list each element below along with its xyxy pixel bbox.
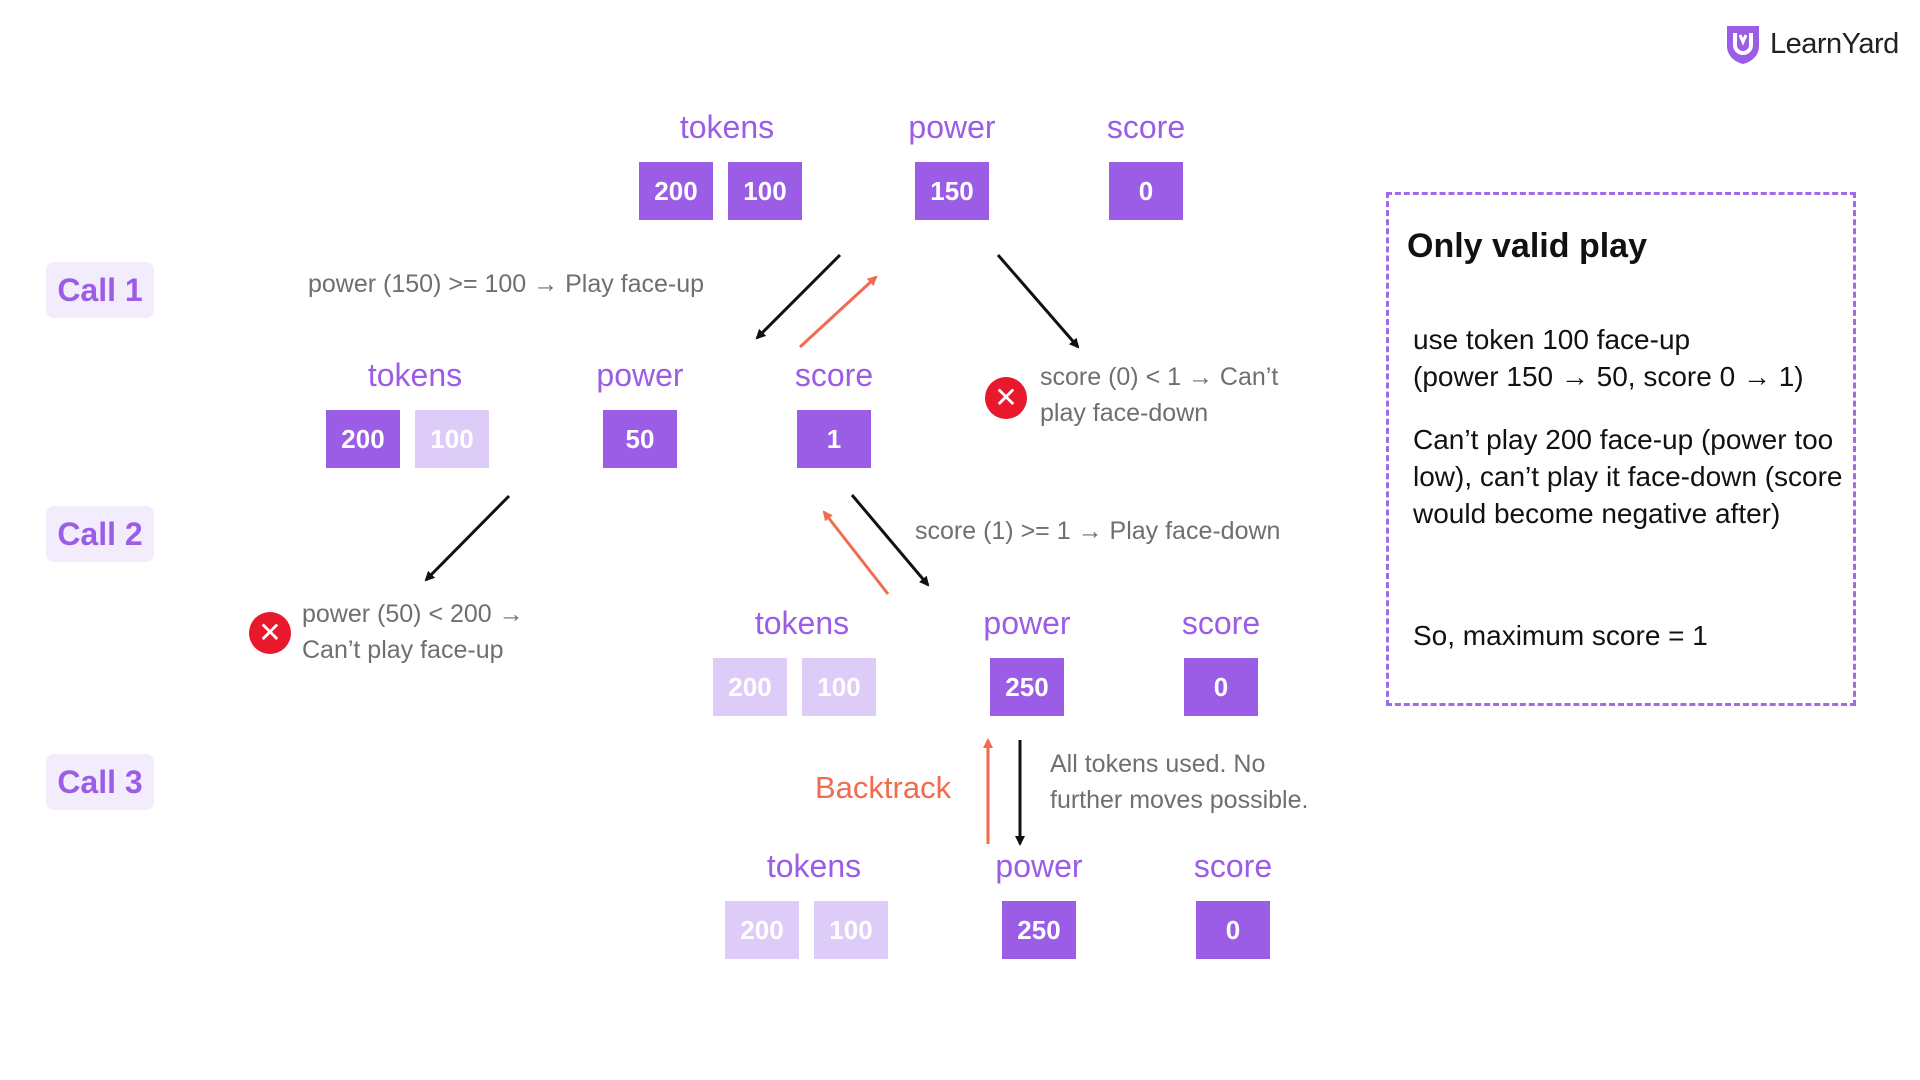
- state-root-token-200: 200: [639, 162, 713, 220]
- state-call2-power-value: 250: [990, 658, 1064, 716]
- brand-name: LearnYard: [1770, 27, 1899, 60]
- brand-logo: LearnYard: [1724, 22, 1899, 66]
- annotation-call2-facedown: score (1) >= 1 → Play face-down: [915, 517, 1281, 545]
- state-call2-tokens-header: tokens: [754, 605, 850, 641]
- state-root-power-header: power: [908, 109, 996, 145]
- arrow-call1-facedown: [996, 254, 1080, 349]
- arrow-call1-return: [798, 275, 878, 349]
- state-call2-score-header: score: [1181, 605, 1261, 641]
- arrow-call2-return: [822, 510, 890, 595]
- state-call1-score-value: 1: [797, 410, 871, 468]
- arrow-call1-faceup: [755, 253, 842, 340]
- call-3-label: Call 3: [46, 754, 154, 810]
- state-call3-score-value: 0: [1196, 901, 1270, 959]
- state-call3-token-100-used: 100: [814, 901, 888, 959]
- state-call3-power-value: 250: [1002, 901, 1076, 959]
- state-root-score-value: 0: [1109, 162, 1183, 220]
- state-call1-token-100-used: 100: [415, 410, 489, 468]
- state-call1-score-header: score: [794, 357, 874, 393]
- annotation-backtrack: Backtrack: [815, 770, 952, 805]
- state-call3-score-header: score: [1193, 848, 1273, 884]
- call-2-label: Call 2: [46, 506, 154, 562]
- state-call3-power-header: power: [995, 848, 1083, 884]
- arrow-call2-facedown: [850, 494, 930, 587]
- arrow-call2-faceup: [424, 494, 511, 582]
- shield-logo-icon: [1727, 26, 1759, 64]
- call-1-label: Call 1: [46, 262, 154, 318]
- state-call3-token-200-used: 200: [725, 901, 799, 959]
- state-root-score-header: score: [1106, 109, 1186, 145]
- summary-title: Only valid play: [1407, 227, 1647, 265]
- state-root-power-value: 150: [915, 162, 989, 220]
- state-call3-tokens-header: tokens: [766, 848, 862, 884]
- state-call2-score-value: 0: [1184, 658, 1258, 716]
- state-call1-tokens-header: tokens: [367, 357, 463, 393]
- error-x-icon: ✕: [249, 612, 291, 654]
- summary-paragraph-2: Can’t play 200 face-up (power too low), …: [1413, 424, 1843, 529]
- annotation-call3-done: All tokens used. No further moves possib…: [1050, 750, 1309, 814]
- annotation-call1-faceup: power (150) >= 100 → Play face-up: [308, 270, 705, 298]
- error-x-icon: ✕: [985, 377, 1027, 419]
- annotation-call1-facedown: score (0) < 1 → Can’t play face-down: [1040, 363, 1279, 427]
- state-root-token-100: 100: [728, 162, 802, 220]
- state-root-tokens-header: tokens: [679, 109, 775, 145]
- state-call2-token-200-used: 200: [713, 658, 787, 716]
- state-call1-token-200: 200: [326, 410, 400, 468]
- annotation-call2-faceup: power (50) < 200 → Can’t play face-up: [302, 600, 524, 664]
- state-call2-token-100-used: 100: [802, 658, 876, 716]
- state-call1-power-header: power: [596, 357, 684, 393]
- summary-paragraph-1: use token 100 face-up (power 150 → 50, s…: [1413, 324, 1804, 392]
- state-call2-power-header: power: [983, 605, 1071, 641]
- summary-panel: Only valid play use token 100 face-up (p…: [1386, 192, 1856, 706]
- summary-paragraph-3: So, maximum score = 1: [1413, 620, 1708, 651]
- state-call1-power-value: 50: [603, 410, 677, 468]
